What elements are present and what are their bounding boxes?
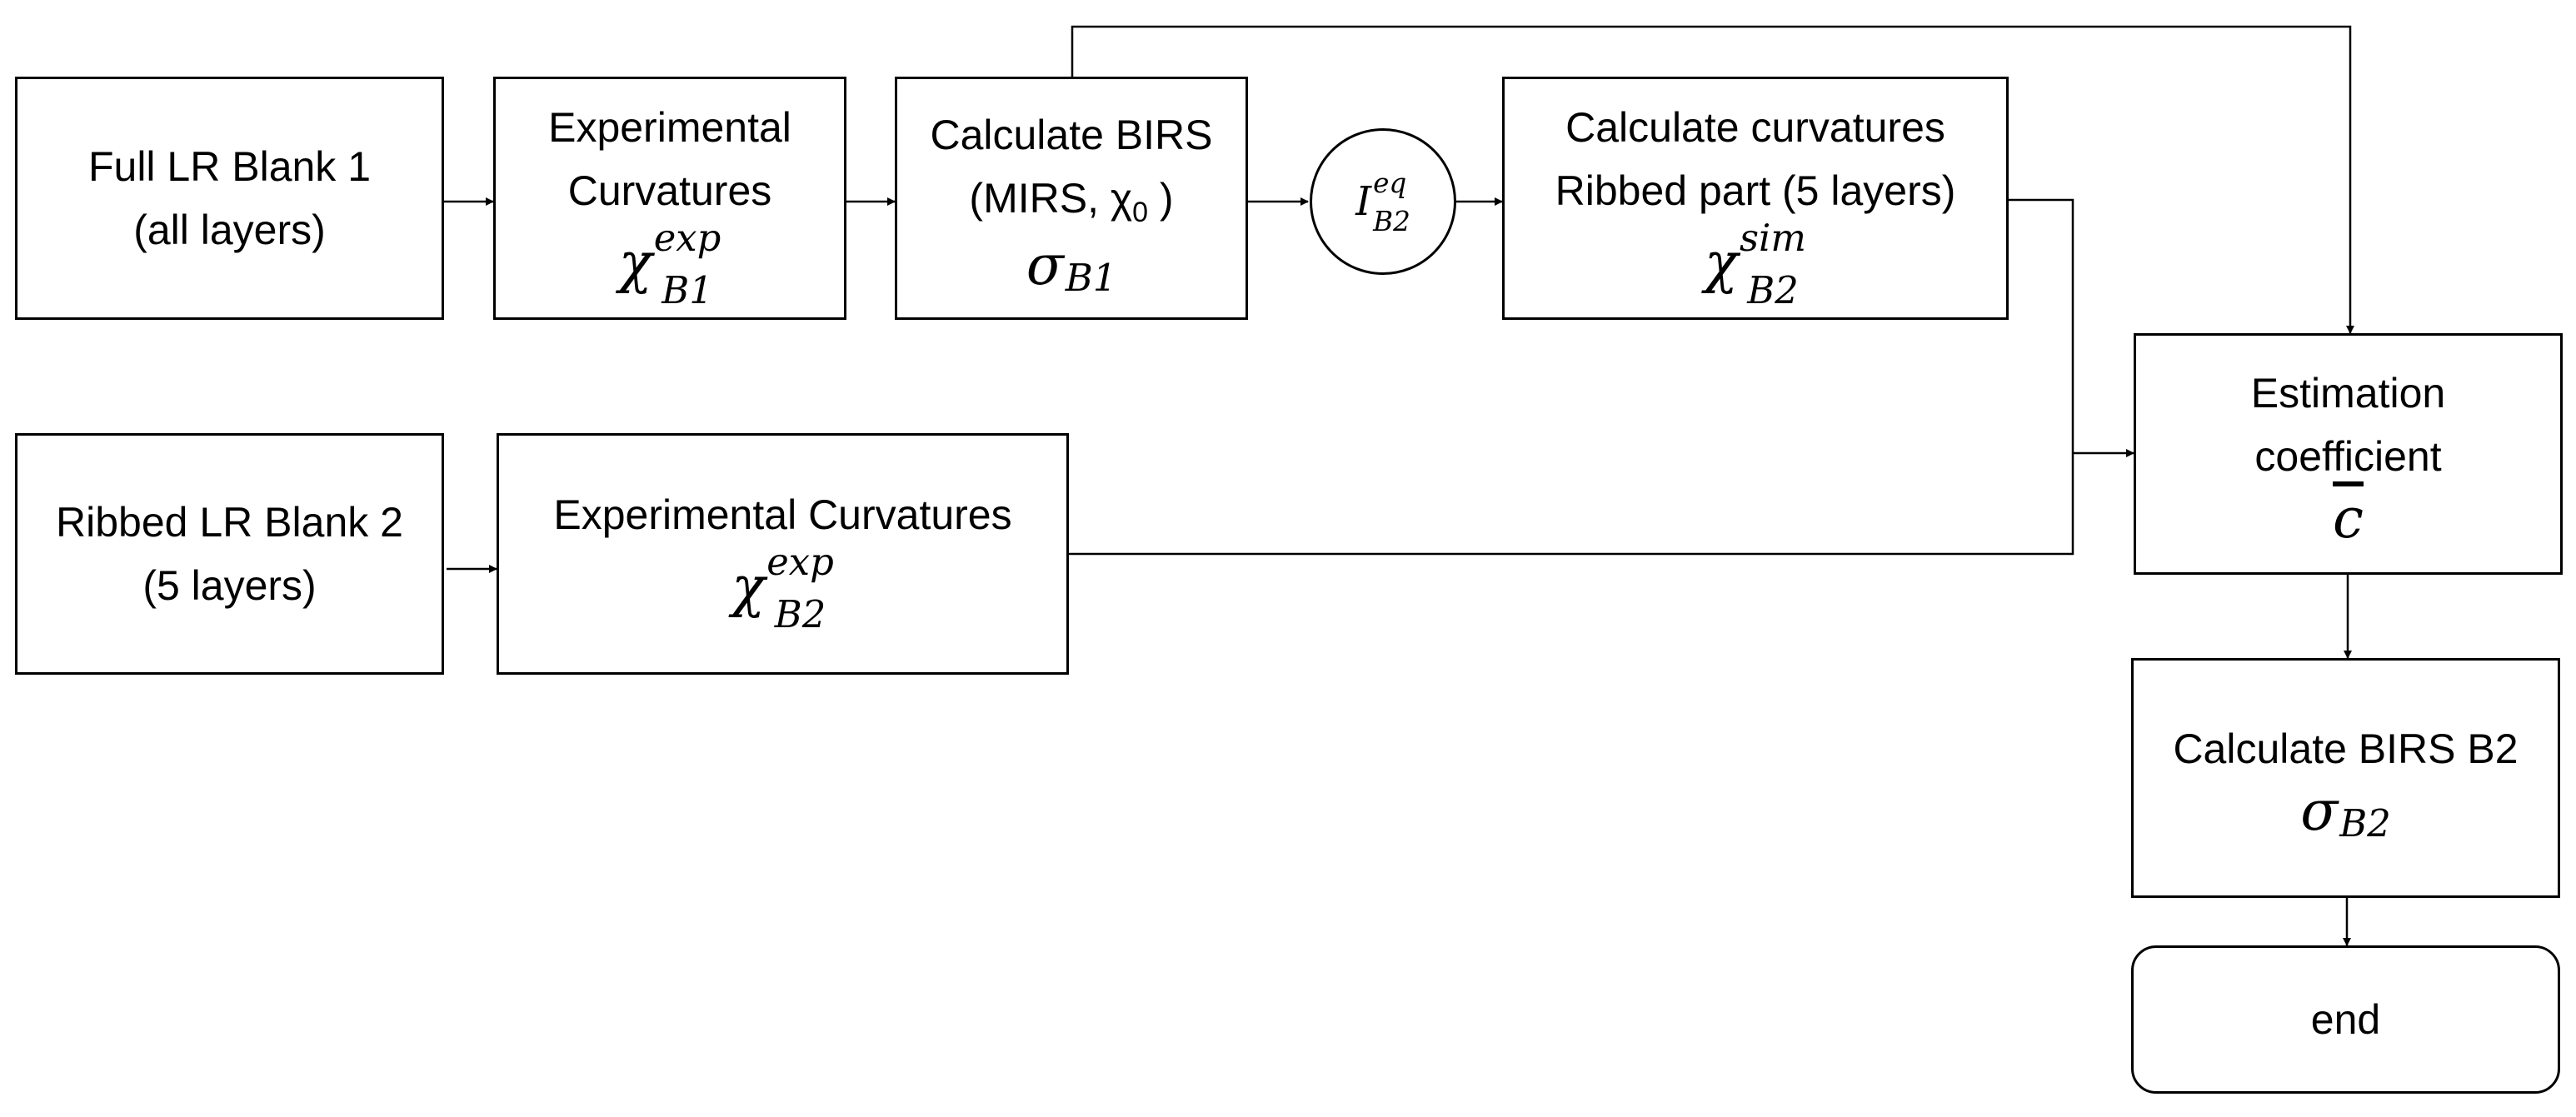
formula-base: χ — [1705, 231, 1739, 295]
calc-curv-line1: Calculate curvatures — [1565, 104, 1945, 152]
full-lr-blank-1-box: Full LR Blank 1 (all layers) — [15, 77, 444, 320]
sigma-b1-formula: σ B1 — [1026, 232, 1117, 297]
wire-curv-to-junction — [2009, 198, 2074, 453]
estimation-coefficient-box: Estimation coefficient c — [2134, 333, 2563, 575]
formula-subscript: B2 — [2339, 801, 2391, 846]
formula-superscript: eq — [1373, 167, 1407, 200]
calculate-curvatures-box: Calculate curvatures Ribbed part (5 laye… — [1502, 77, 2009, 320]
formula-superscript: exp — [653, 216, 721, 261]
chi-subscript: 0 — [1132, 197, 1149, 229]
formula-base: c — [2333, 486, 2364, 551]
calc-birs-line1: Calculate BIRS — [930, 112, 1213, 159]
calculate-birs-b2-box: Calculate BIRS B2 σ B2 — [2131, 658, 2560, 898]
end-terminator: end — [2131, 945, 2560, 1094]
ribbed-blank-line1: Ribbed LR Blank 2 — [56, 499, 403, 546]
sigma-b2-formula: σ B2 — [2300, 779, 2391, 843]
formula-base: σ — [2300, 779, 2339, 843]
chi-symbol: χ — [1110, 175, 1133, 222]
estimation-line1: Estimation — [2250, 370, 2446, 416]
calc-birs-b2-line1: Calculate BIRS B2 — [2173, 726, 2519, 772]
formula-superscript: sim — [1740, 216, 1806, 261]
formula-base: χ — [618, 231, 652, 295]
estimation-line2: coefficient — [2254, 433, 2442, 480]
calc-birs-line2: (MIRS, χ0 ) — [969, 167, 1173, 235]
exp-curv-b1-line1: Experimental — [548, 104, 791, 152]
exp-curv-b1-line2: Curvatures — [567, 167, 772, 215]
ribbed-lr-blank-2-box: Ribbed LR Blank 2 (5 layers) — [15, 433, 444, 675]
ribbed-blank-line2: (5 layers) — [142, 562, 317, 609]
formula-base: I — [1355, 178, 1372, 225]
formula-subscript: B1 — [661, 268, 713, 313]
formula-subscript: B1 — [1065, 256, 1117, 301]
full-blank-line2: (all layers) — [133, 207, 326, 253]
arrow-birs-to-estimation — [1071, 25, 2354, 334]
calc-birs-prefix: (MIRS, — [969, 175, 1111, 222]
wire-expcurv2-to-junction — [1067, 453, 2074, 556]
calc-birs-suffix: ) — [1148, 175, 1174, 222]
calc-curv-line2: Ribbed part (5 layers) — [1555, 167, 1956, 215]
formula-base: χ — [731, 555, 766, 619]
calculate-birs-box: Calculate BIRS (MIRS, χ0 ) σ B1 — [895, 77, 1248, 320]
c-bar-formula: c — [2333, 491, 2364, 546]
exp-curv-b2-line1: Experimental Curvatures — [553, 491, 1012, 539]
formula-superscript: exp — [766, 540, 834, 585]
end-label: end — [2310, 996, 2381, 1043]
formula-subscript: B2 — [1373, 206, 1410, 238]
full-blank-line1: Full LR Blank 1 — [87, 143, 372, 190]
formula-subscript: B2 — [774, 592, 826, 637]
formula-subscript: B2 — [1747, 268, 1799, 313]
formula-base: σ — [1026, 232, 1064, 297]
